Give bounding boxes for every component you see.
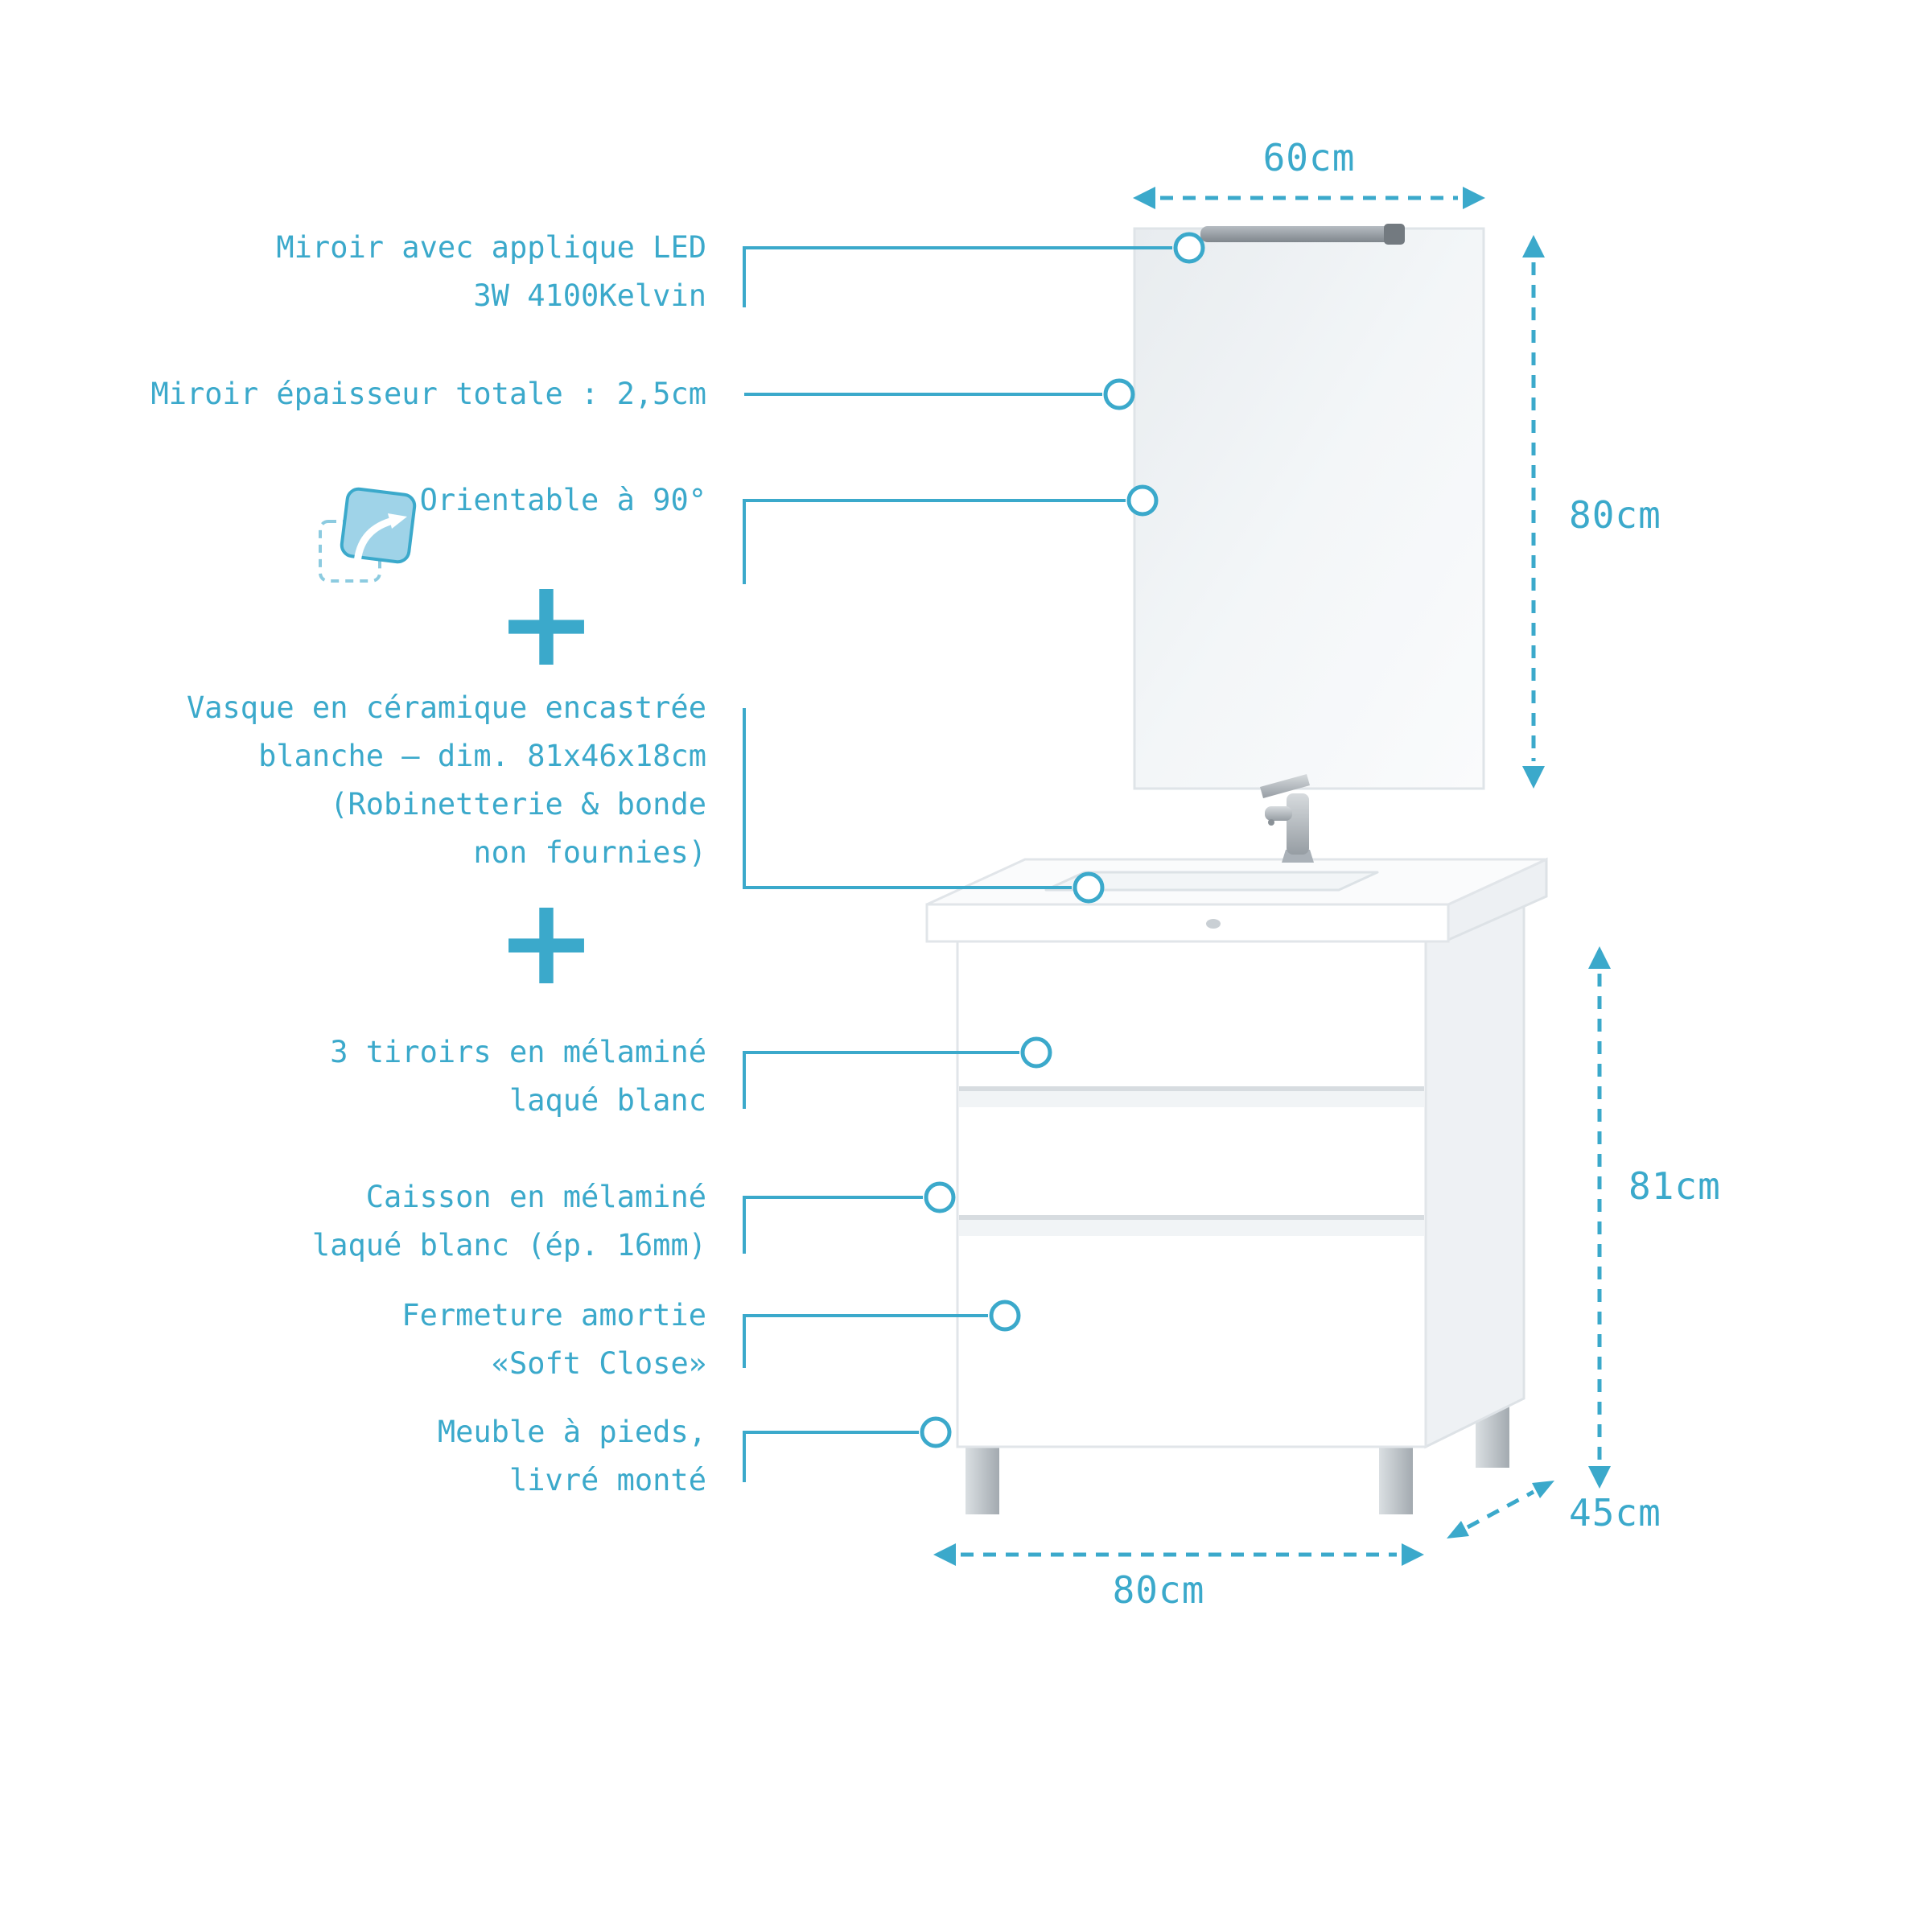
vanity-unit bbox=[925, 774, 1548, 1514]
plus-sign-2: + bbox=[496, 872, 597, 1012]
feature-label-drawers: 3 tiroirs en mélaminé laqué blanc bbox=[330, 1028, 706, 1125]
callout-line-drawers bbox=[743, 1051, 1019, 1109]
mirror-height-arrow bbox=[1522, 235, 1545, 789]
callout-line-soft-close bbox=[743, 1314, 988, 1368]
cabinet-front bbox=[956, 938, 1427, 1448]
rotate-icon-arrow bbox=[353, 517, 394, 567]
mirror-group bbox=[1133, 224, 1485, 790]
callout-marker-feet bbox=[920, 1416, 952, 1448]
plus-sign-1: + bbox=[496, 554, 597, 694]
callout-marker-orientable bbox=[1126, 484, 1159, 517]
dim-label-mirror-width: 60cm bbox=[1262, 136, 1356, 179]
callout-marker-mirror-led bbox=[1173, 232, 1205, 264]
callout-marker-caisson bbox=[924, 1181, 956, 1213]
feature-label-basin: Vasque en céramique encastrée blanche – … bbox=[187, 684, 706, 877]
led-light-endcap bbox=[1384, 224, 1405, 245]
dim-label-cabinet-depth: 45cm bbox=[1569, 1491, 1661, 1534]
feature-label-line: 3W 4100Kelvin bbox=[473, 278, 706, 313]
drawer-groove-2-shadow bbox=[959, 1215, 1424, 1220]
feature-label-line: (Robinetterie & bonde bbox=[330, 787, 706, 822]
drawer-groove-1 bbox=[959, 1091, 1424, 1107]
feature-label-line: Miroir avec applique LED bbox=[276, 230, 706, 265]
overflow-hole bbox=[1206, 919, 1221, 929]
dim-label-mirror-height: 80cm bbox=[1569, 493, 1661, 537]
feature-label-line: non fournies) bbox=[473, 835, 706, 870]
callout-line-caisson bbox=[743, 1196, 923, 1254]
feature-label-line: Miroir épaisseur totale : 2,5cm bbox=[150, 377, 706, 411]
callout-line-orientable bbox=[743, 499, 1126, 584]
faucet-lever bbox=[1260, 774, 1310, 798]
feature-label-soft-close: Fermeture amortie «Soft Close» bbox=[401, 1291, 706, 1388]
feature-label-line: laqué blanc (ép. 16mm) bbox=[311, 1228, 706, 1263]
faucet-spout bbox=[1265, 806, 1292, 821]
feature-label-mirror-thickness: Miroir épaisseur totale : 2,5cm bbox=[150, 370, 706, 418]
feature-label-line: Fermeture amortie bbox=[401, 1298, 706, 1333]
feature-label-line: Meuble à pieds, bbox=[437, 1415, 706, 1449]
rotate-icon-arrowhead bbox=[388, 513, 407, 529]
callout-line-mirror-led bbox=[743, 246, 1172, 307]
mirror-width-arrow bbox=[1133, 187, 1485, 209]
dimension-arrows bbox=[933, 187, 1611, 1566]
feature-label-line: «Soft Close» bbox=[491, 1346, 706, 1381]
drawer-groove-2 bbox=[959, 1220, 1424, 1236]
cabinet-height-arrow bbox=[1588, 946, 1611, 1489]
faucet bbox=[1260, 774, 1314, 863]
callout-marker-soft-close bbox=[989, 1300, 1021, 1332]
feature-label-line: blanche – dim. 81x46x18cm bbox=[258, 739, 706, 773]
feature-label-line: livré monté bbox=[508, 1463, 706, 1497]
callout-line-basin bbox=[743, 708, 1072, 889]
callout-marker-basin bbox=[1073, 871, 1105, 904]
callouts bbox=[743, 232, 1205, 1482]
feature-label-line: Vasque en céramique encastrée bbox=[186, 690, 706, 725]
callout-marker-drawers bbox=[1020, 1036, 1052, 1069]
feature-label-line: Caisson en mélaminé bbox=[365, 1180, 706, 1214]
faucet-outlet bbox=[1268, 819, 1274, 826]
feature-label-line: laqué blanc bbox=[508, 1083, 706, 1118]
basin-recess bbox=[1044, 871, 1379, 892]
dim-label-cabinet-height: 81cm bbox=[1628, 1164, 1721, 1208]
countertop-front bbox=[925, 903, 1450, 943]
leg-front-left bbox=[966, 1447, 999, 1514]
feature-label-orientable: Orientable à 90° bbox=[420, 476, 706, 525]
faucet-column bbox=[1287, 793, 1309, 855]
feature-label-line: 3 tiroirs en mélaminé bbox=[330, 1035, 706, 1069]
feature-label-feet: Meuble à pieds, livré monté bbox=[438, 1408, 706, 1505]
callout-line-feet bbox=[743, 1431, 919, 1482]
mirror bbox=[1133, 227, 1485, 790]
cabinet-depth-arrow bbox=[1447, 1481, 1554, 1539]
rotate-90-icon bbox=[319, 487, 417, 583]
leg-front-right bbox=[1379, 1447, 1413, 1514]
led-light bbox=[1200, 226, 1392, 242]
drawer-groove-1-shadow bbox=[959, 1086, 1424, 1091]
cabinet-side bbox=[1424, 892, 1525, 1449]
feature-label-line: Orientable à 90° bbox=[419, 483, 706, 517]
dim-label-cabinet-width: 80cm bbox=[1112, 1568, 1205, 1612]
cabinet-width-arrow bbox=[933, 1543, 1424, 1566]
feature-label-caisson: Caisson en mélaminé laqué blanc (ép. 16m… bbox=[312, 1173, 706, 1270]
feature-label-mirror-led: Miroir avec applique LED 3W 4100Kelvin bbox=[276, 224, 706, 320]
callout-marker-mirror-thickness bbox=[1103, 378, 1135, 410]
